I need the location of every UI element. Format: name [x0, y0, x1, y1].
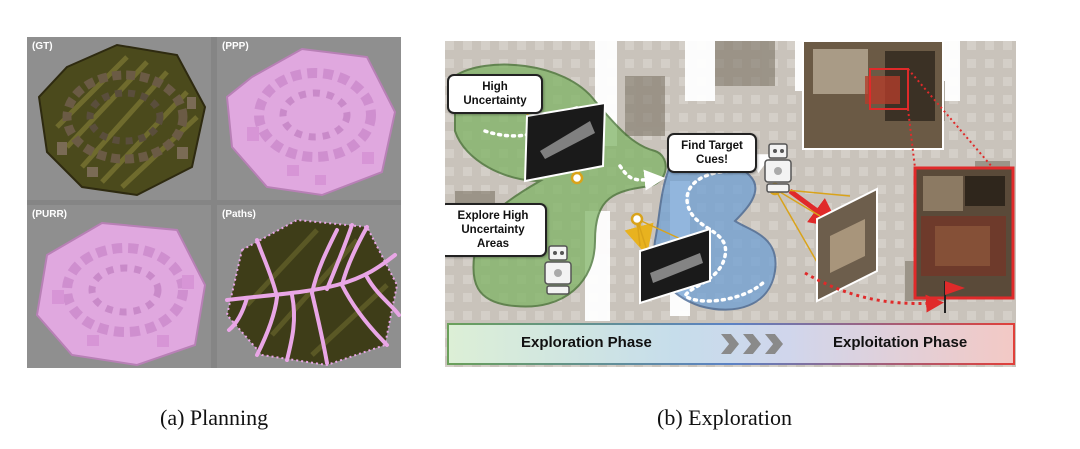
- purr-quadrant: (PURR): [27, 205, 211, 368]
- caption-a: (a) Planning: [160, 405, 269, 430]
- purr-render: [35, 221, 207, 367]
- ppp-render: [225, 47, 397, 197]
- robot-icon: [544, 245, 572, 295]
- paths-label: (Paths): [222, 209, 256, 220]
- depth-view-2: [639, 227, 711, 305]
- gt-render: [37, 43, 207, 197]
- bubble-find-target-cues: Find Target Cues!: [667, 133, 757, 173]
- bubble-high-uncertainty: High Uncertainty: [447, 74, 543, 114]
- depth-view-1: [523, 101, 607, 183]
- exploration-panel: High Uncertainty Explore High Uncertaint…: [445, 41, 1016, 367]
- planning-panel: (GT) (PPP) (PURR): [27, 37, 401, 368]
- ppp-quadrant: (PPP): [217, 37, 401, 200]
- paths-quadrant: (Paths): [217, 205, 401, 368]
- waypoint-marker: [570, 171, 584, 185]
- goal-flag-icon: [944, 281, 965, 313]
- robot-icon: [764, 143, 792, 193]
- bubble-explore-high-uncertainty: Explore High Uncertainty Areas: [445, 203, 547, 257]
- exploitation-phase-label: Exploitation Phase: [833, 334, 968, 351]
- chevron-right-icon: [743, 334, 761, 354]
- phase-bar: Exploration Phase Exploitation Phase: [447, 323, 1015, 365]
- gt-label: (GT): [32, 41, 53, 52]
- rgb-view-1: [816, 187, 878, 303]
- exploration-phase-label: Exploration Phase: [521, 334, 652, 351]
- purr-label: (PURR): [32, 209, 67, 220]
- chevron-right-icon: [721, 334, 739, 354]
- scene-photo-top: [802, 41, 944, 150]
- gt-quadrant: (GT): [27, 37, 211, 200]
- caption-b: (b) Exploration: [657, 405, 793, 430]
- scene-photo-zoom: [913, 166, 1015, 300]
- chevron-right-icon: [765, 334, 783, 354]
- waypoint-marker: [630, 212, 644, 226]
- ppp-label: (PPP): [222, 41, 249, 52]
- paths-render: [225, 218, 401, 367]
